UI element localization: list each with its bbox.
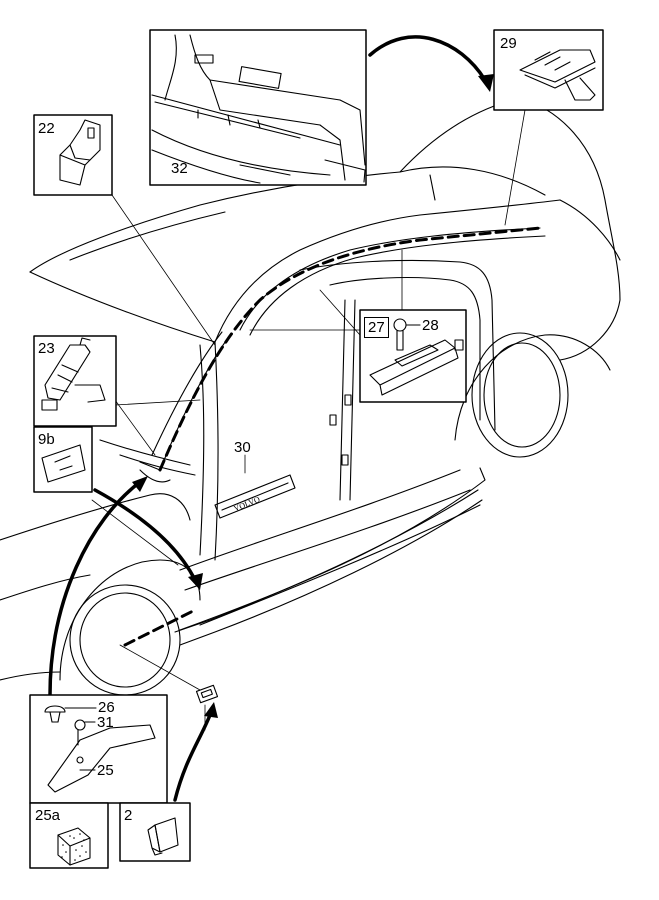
inset-25-26-31-frame <box>29 694 168 804</box>
inset-9b-film <box>41 444 86 483</box>
scuff-plate-30: VOLVO <box>214 474 296 519</box>
callout-30: 30 <box>234 439 251 456</box>
inset-22-frame <box>33 114 113 196</box>
inset-2-clip <box>147 817 179 856</box>
inset-25a-frame <box>29 802 109 869</box>
fender-dashed-leader <box>123 608 197 647</box>
inset-23-clip <box>41 337 106 411</box>
inset-29-clip <box>519 49 596 101</box>
roof-seal-dashed <box>158 226 542 472</box>
inset-9b-frame <box>33 426 93 493</box>
inset-22-clip <box>59 119 101 186</box>
callout-9b: 9b <box>38 431 55 448</box>
callout-2: 2 <box>124 807 133 824</box>
inset-29-frame <box>493 29 604 111</box>
callout-23: 23 <box>38 340 55 357</box>
inset-27-28-bracket <box>369 318 464 396</box>
pillar-trim-strip <box>139 337 229 471</box>
inset-32-rear-view <box>151 34 366 184</box>
callout-22: 22 <box>38 120 55 137</box>
inset-32-frame <box>149 29 367 186</box>
curved-arrows <box>48 35 487 812</box>
callout-28: 28 <box>422 317 439 334</box>
volvo-wordmark: VOLVO <box>233 495 262 514</box>
callout-25a: 25a <box>35 807 61 824</box>
inset-25-26-31-parts <box>44 705 156 793</box>
inset-25a-foam <box>57 827 91 866</box>
callout-25: 25 <box>97 762 114 779</box>
inset-2-frame <box>119 802 191 862</box>
callout-31: 31 <box>97 714 114 731</box>
callout-32: 32 <box>171 160 188 177</box>
callout-26: 26 <box>98 699 115 716</box>
small-clip-part <box>195 684 219 704</box>
callout-29: 29 <box>500 35 517 52</box>
callout-27: 27 <box>364 317 389 338</box>
